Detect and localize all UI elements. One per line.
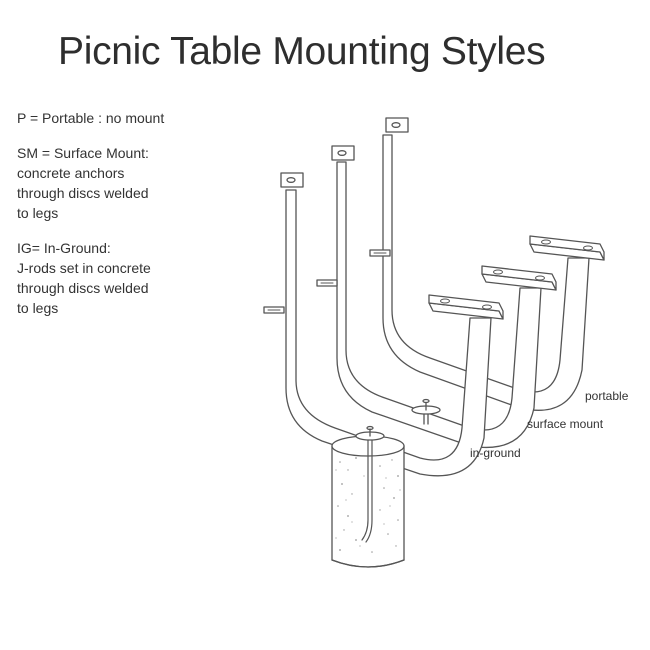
legend-line: to legs	[17, 300, 59, 316]
legend-line: SM = Surface Mount:	[17, 145, 149, 161]
legend-line: IG= In-Ground:	[17, 240, 111, 256]
concrete-texture	[335, 457, 401, 553]
legend-in-ground: IG= In-Ground: J-rods set in concrete th…	[17, 238, 217, 318]
legend-line: J-rods set in concrete	[17, 260, 151, 276]
label-surface-mount: surface mount	[527, 417, 604, 431]
concrete-footing	[331, 425, 405, 568]
label-portable: portable	[585, 389, 629, 403]
legend-line: P = Portable : no mount	[17, 110, 165, 126]
legend-line: through discs welded	[17, 280, 149, 296]
legend-portable: P = Portable : no mount	[17, 108, 217, 128]
legend-line: to legs	[17, 205, 59, 221]
legend-line: concrete anchors	[17, 165, 125, 181]
in-ground-leg	[263, 172, 504, 477]
legend-line: through discs welded	[17, 185, 149, 201]
surface-mount-leg	[316, 145, 557, 449]
legend-surface-mount: SM = Surface Mount: concrete anchors thr…	[17, 143, 217, 223]
portable-leg	[369, 117, 605, 411]
page-title: Picnic Table Mounting Styles	[58, 30, 546, 73]
label-in-ground: in-ground	[470, 446, 521, 460]
legend: P = Portable : no mount SM = Surface Mou…	[17, 108, 217, 333]
